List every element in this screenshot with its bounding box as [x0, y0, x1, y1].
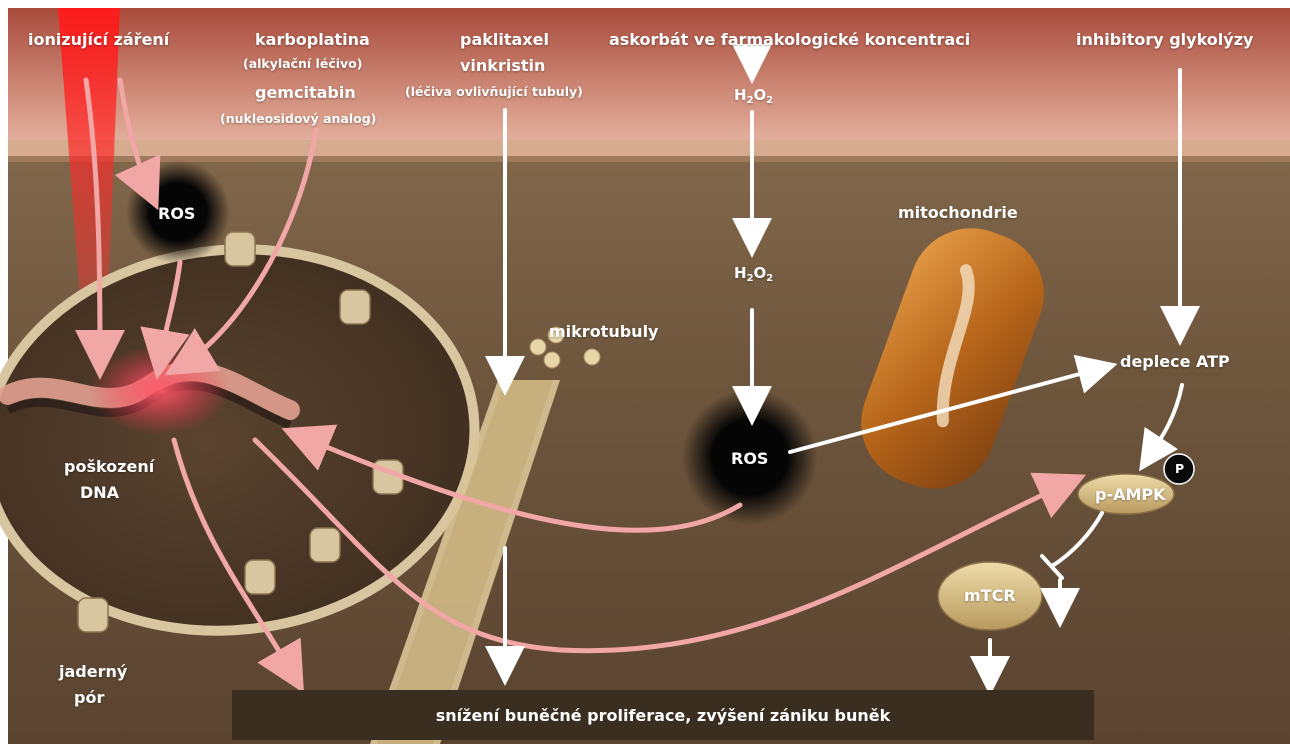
microtubules-label: mikrotubuly — [549, 322, 658, 341]
nuclear-pore-label-line1: jaderný — [59, 662, 127, 681]
outcome-label: snížení buněčné proliferace, zvýšení zán… — [436, 706, 890, 725]
h2o2-extracellular-label: H2O2 — [734, 86, 773, 106]
carboplatin-class-label: (alkylační léčivo) — [243, 56, 362, 71]
outcome-bar: snížení buněčné proliferace, zvýšení zán… — [232, 690, 1094, 740]
gemcitabine-label: gemcitabin — [255, 83, 356, 102]
tubule-drugs-class-label: (léčiva ovlivňující tubuly) — [405, 84, 583, 99]
p-ampk-label: p-AMPK — [1095, 485, 1166, 504]
ros-nucleus-label: ROS — [158, 204, 195, 223]
gemcitabine-class-label: (nukleosidový analog) — [220, 111, 376, 126]
ascorbate-label: askorbát ve farmakologické koncentraci — [609, 30, 970, 49]
carboplatin-label: karboplatina — [255, 30, 370, 49]
atp-depletion-label: deplece ATP — [1120, 352, 1230, 371]
phosphate-badge-label: P — [1175, 461, 1184, 476]
nuclear-pore-label-line2: pór — [74, 688, 104, 707]
vincristine-label: vinkristin — [460, 56, 545, 75]
mtcr-label: mTCR — [964, 586, 1016, 605]
glycolysis-inhibitors-label: inhibitory glykolýzy — [1076, 30, 1253, 49]
dna-damage-label-line2: DNA — [80, 483, 119, 502]
dna-damage-label-line1: poškození — [64, 457, 154, 476]
paclitaxel-label: paklitaxel — [460, 30, 549, 49]
mitochondria-label: mitochondrie — [898, 203, 1018, 222]
h2o2-intracellular-label: H2O2 — [734, 264, 773, 284]
radiation-label: ionizující záření — [28, 30, 169, 49]
ros-cytoplasm-label: ROS — [731, 449, 768, 468]
